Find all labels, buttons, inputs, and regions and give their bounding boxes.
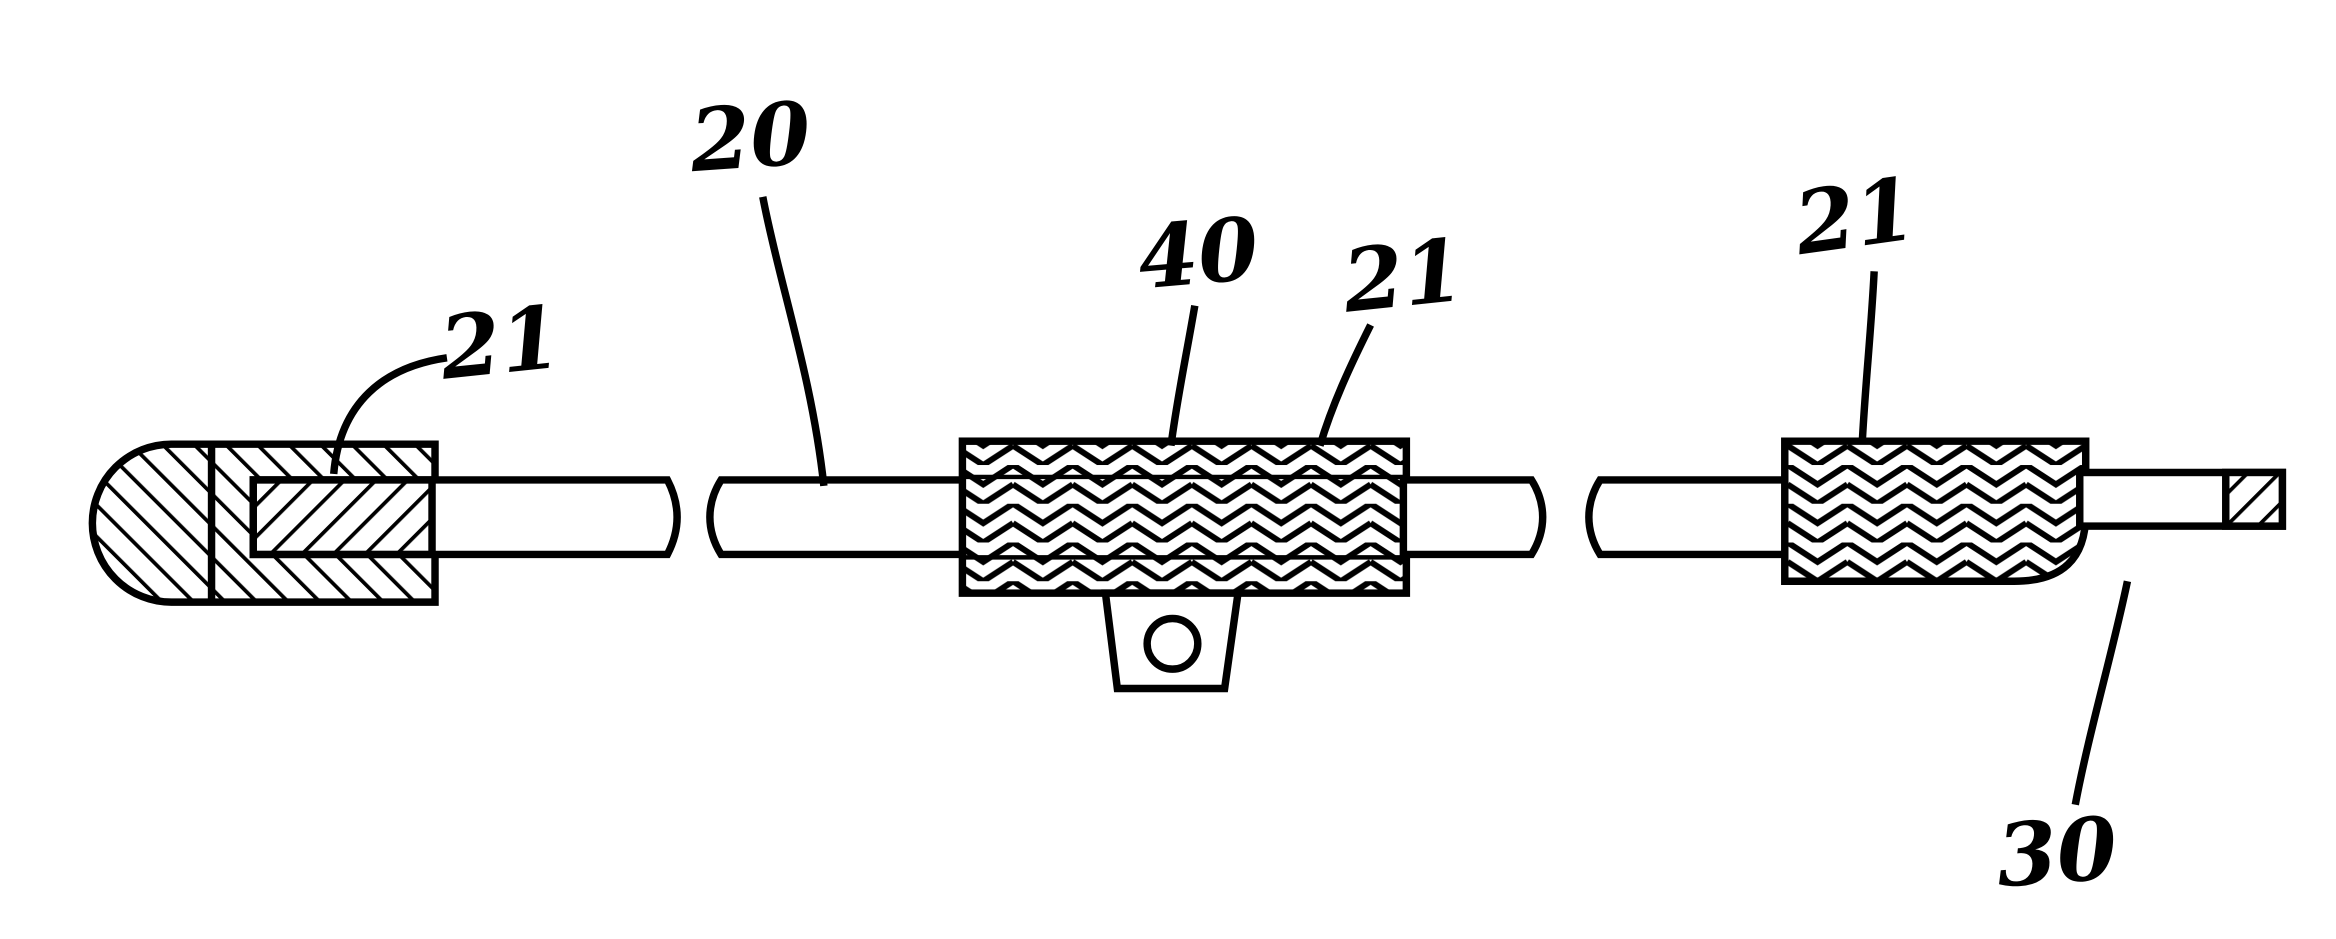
right-end-fitting xyxy=(1781,437,2287,585)
leader-line-30 xyxy=(2071,580,2132,806)
leader-line-20 xyxy=(759,196,828,487)
ref-label-40: 40 xyxy=(1134,198,1263,309)
ref-label-21-middle: 21 xyxy=(1337,220,1468,333)
ref-label-21-right: 21 xyxy=(1788,158,1922,275)
right-tube xyxy=(1585,476,1807,559)
right-fitting-body xyxy=(1781,437,2090,585)
right-stem-end-cap xyxy=(2222,468,2287,530)
mounting-bracket xyxy=(1101,589,1243,693)
ref-label-21-left: 21 xyxy=(434,287,565,400)
middle-right-tube xyxy=(1399,476,1547,559)
leader-line-21-middle xyxy=(1316,323,1374,447)
middle-sleeve-body xyxy=(958,437,1411,597)
leader-line-21-right xyxy=(1858,271,1878,443)
leader-line-21-left xyxy=(330,354,448,475)
middle-left-tube xyxy=(706,476,990,559)
ref-label-20: 20 xyxy=(686,83,814,192)
left-fitting-insert-hatch xyxy=(249,476,436,559)
ref-label-30: 30 xyxy=(1993,798,2120,907)
bracket-hole xyxy=(1143,614,1202,673)
leader-line-40 xyxy=(1167,304,1199,447)
middle-sleeve xyxy=(958,437,1411,597)
